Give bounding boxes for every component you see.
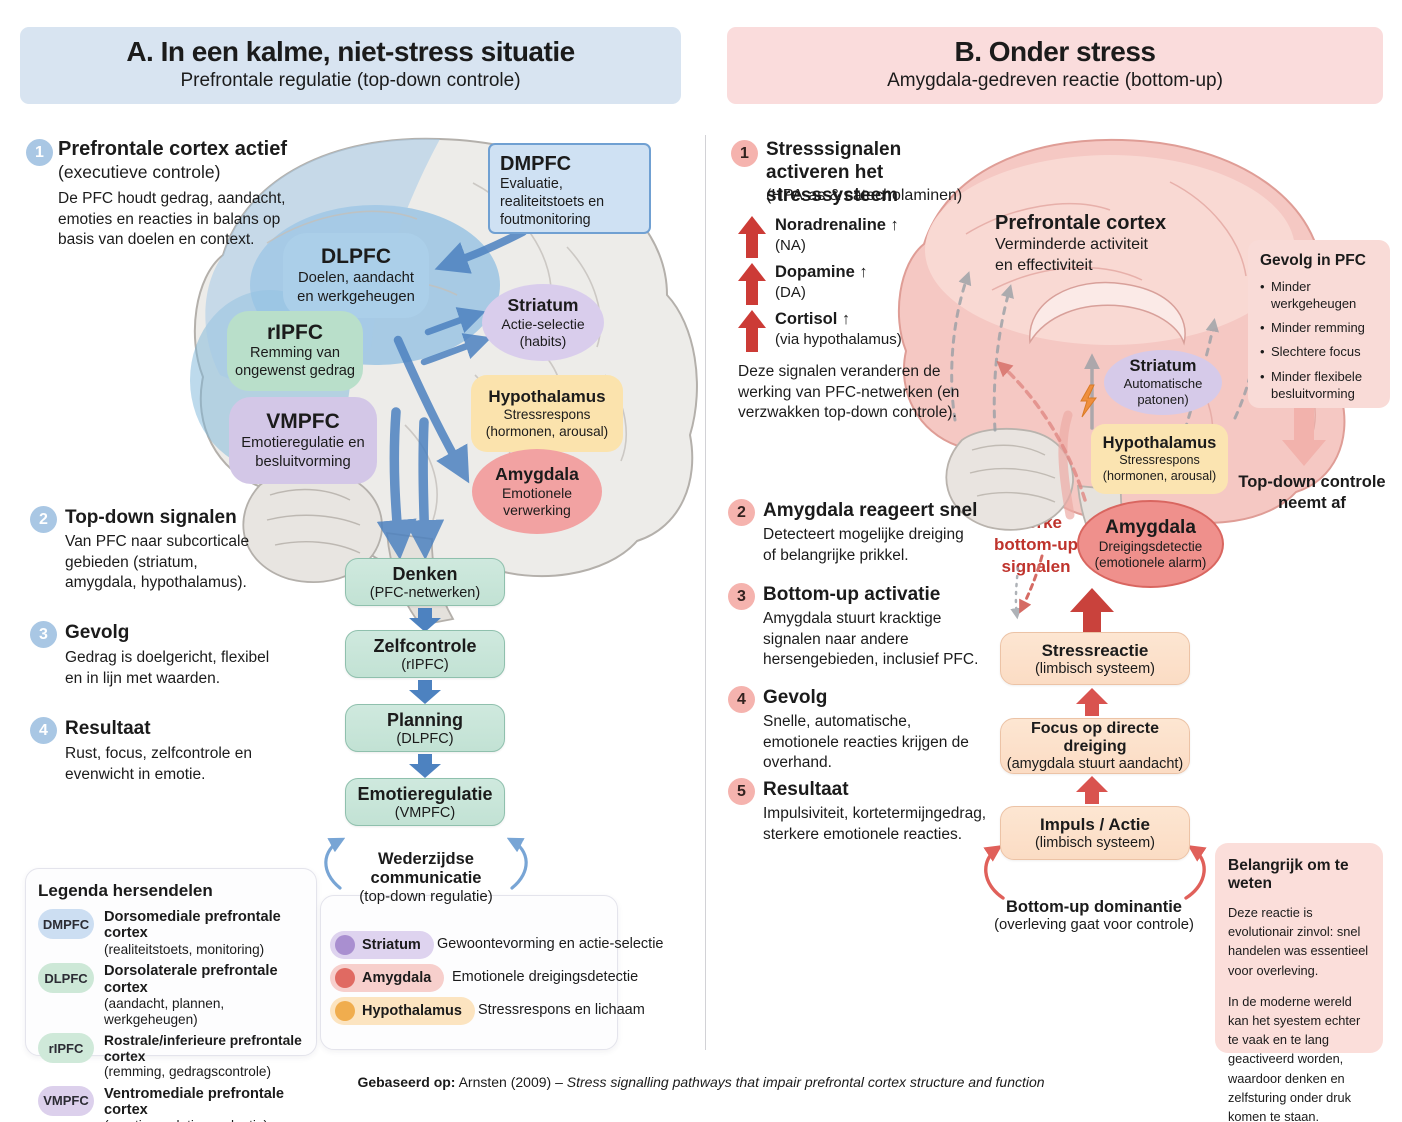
flow-box-planning: Planning (DLPFC) — [345, 704, 505, 752]
topdown-decline-label: Top-down controle neemt af — [1238, 473, 1386, 513]
step-a3-body: Gedrag is doelgericht, flexibel en in li… — [65, 649, 270, 687]
pfc-label-stress: Prefrontale cortex Verminderde activitei… — [995, 212, 1167, 274]
legend-pill-rlpfc: rIPFC — [38, 1033, 94, 1064]
chain-box-focus: Focus op directe dreiging (amygdala stuu… — [1000, 718, 1190, 774]
step-b1-title: Stresssignalen activeren het stresssyste… — [766, 139, 902, 207]
step-b3-badge: 3 — [728, 583, 755, 610]
important-note-box: Belangrijk om te weten Deze reactie is e… — [1215, 843, 1383, 1122]
step-a3-title: Gevolg — [65, 622, 130, 643]
region-dmpfc-desc: Evaluatie, realiteitstoets en foutmonito… — [500, 176, 605, 228]
step-a1-subtitle: (executieve controle) — [58, 162, 221, 182]
dominance-label: Bottom-up dominantie (overleving gaat vo… — [994, 898, 1194, 933]
hormone-cortisol-abbr: (via hypothalamus) — [775, 331, 902, 348]
step-b2-body: Detecteert mogelijke dreiging of belangr… — [763, 526, 964, 564]
legend-pill-dlpfc: DLPFC — [38, 963, 94, 994]
legend-nuclei-striatum: Striatum — [330, 931, 434, 959]
region-dmpfc-name: DMPFC — [500, 153, 572, 175]
legend-title: Legenda hersendelen — [38, 881, 213, 900]
step-a1-body: De PFC houdt gedrag, aandacht, emoties e… — [58, 190, 286, 249]
region-dmpfc: DMPFC Evaluatie, realiteitstoets en fout… — [488, 143, 651, 234]
step-a2-body: Van PFC naar subcorticale gebieden (stri… — [65, 533, 250, 592]
region-hypothalamus-b: Hypothalamus Stressrespons (hormonen, ar… — [1091, 424, 1228, 494]
legend-nuclei-striatum-desc: Gewoontevorming en actie-selectie — [437, 936, 664, 952]
region-dlpfc: DLPFC Doelen, aandacht en werkgeheugen — [283, 233, 429, 318]
step-b5-title: Resultaat — [763, 779, 849, 800]
step-b5-body: Impulsiviteit, kortetermijngedrag, sterk… — [763, 805, 987, 843]
legend-brain-regions: Legenda hersendelen DMPFC Dorsomediale p… — [25, 868, 317, 1122]
step-a1-badge: 1 — [26, 139, 53, 166]
hormone-cortisol: Cortisol ↑ — [775, 310, 851, 328]
important-note-title: Belangrijk om te weten — [1228, 857, 1349, 892]
panel-divider — [705, 135, 706, 1050]
amygdala-dot — [335, 968, 355, 988]
flow-box-emotieregulatie: Emotieregulatie (VMPFC) — [345, 778, 505, 826]
pfc-consequence-title: Gevolg in PFC — [1260, 252, 1366, 269]
region-amygdala-a: Amygdala Emotionele verwerking — [472, 449, 602, 534]
step-b3-body: Amygdala stuurt kracktige signalen naar … — [763, 610, 979, 669]
legend-nuclei-amygdala: Amygdala — [330, 964, 445, 992]
legend-pill-dmpfc: DMPFC — [38, 909, 94, 939]
step-a4-body: Rust, focus, zelfcontrole en evenwicht i… — [65, 745, 252, 783]
legend-row-rlpfc: rIPFC Rostrale/inferieure prefrontale co… — [38, 1033, 304, 1080]
region-striatum-a: Striatum Actie-selectie (habits) — [482, 284, 604, 361]
step-a3-badge: 3 — [30, 621, 57, 648]
step-b1-badge: 1 — [731, 140, 758, 167]
step-a4-title: Resultaat — [65, 718, 151, 739]
source-citation: Gebaseerd op: Arnsten (2009) – Stress si… — [357, 1074, 1045, 1090]
step-a1-title: Prefrontale cortex actief — [58, 138, 287, 160]
mutual-communication-label: Wederzijdse communicatie (top-down regul… — [359, 850, 493, 905]
hypothalamus-dot — [335, 1001, 355, 1021]
panel-a-title: A. In een kalme, niet-stress situatie — [126, 36, 575, 67]
step-b4-body: Snelle, automatische, emotionele reactie… — [763, 713, 969, 772]
step-b1-note: Deze signalen veranderen de werking van … — [738, 363, 960, 422]
strong-bottomup-arrow — [1070, 588, 1114, 634]
legend-row-dmpfc: DMPFC Dorsomediale prefrontale cortex (r… — [38, 909, 304, 957]
step-b4-title: Gevolg — [763, 687, 828, 708]
step-a4-badge: 4 — [30, 717, 57, 744]
panel-a-subtitle: Prefrontale regulatie (top-down controle… — [180, 70, 521, 91]
region-rlpfc: rIPFC Remming van ongewenst gedrag — [227, 311, 363, 391]
step-b2-title: Amygdala reageert snel — [763, 500, 978, 521]
panel-a-header: A. In een kalme, niet-stress situatie Pr… — [20, 27, 681, 104]
step-b3-title: Bottom-up activatie — [763, 584, 941, 605]
striatum-dot — [335, 935, 355, 955]
panel-b-header: B. Onder stress Amygdala-gedreven reacti… — [727, 27, 1383, 104]
step-a2-badge: 2 — [30, 506, 57, 533]
flow-box-zelfcontrole: Zelfcontrole (rIPFC) — [345, 630, 505, 678]
step-b1-subtitle: (HPA-as & catecholaminen) — [766, 187, 963, 204]
region-striatum-b: Striatum Automatische patonen) — [1104, 350, 1222, 415]
step-a2-title: Top-down signalen — [65, 507, 237, 528]
legend-nuclei-amygdala-desc: Emotionele dreigingsdetectie — [452, 969, 639, 985]
region-vmpfc: VMPFC Emotieregulatie en besluitvorming — [229, 397, 377, 484]
panel-b-title: B. Onder stress — [954, 36, 1156, 67]
legend-nuclei-hypothalamus-desc: Stressrespons en lichaam — [478, 1002, 645, 1018]
legend-nuclei-hypothalamus: Hypothalamus — [330, 997, 475, 1025]
step-b5-badge: 5 — [728, 778, 755, 805]
legend-row-vmpfc: VMPFC Ventromediale prefrontale cortex (… — [38, 1085, 304, 1122]
chain-box-impuls: Impuls / Actie (limbisch systeem) — [1000, 806, 1190, 860]
legend-pill-vmpfc: VMPFC — [38, 1085, 94, 1116]
panel-b-subtitle: Amygdala-gedreven reactie (bottom-up) — [887, 70, 1223, 91]
hormone-noradrenaline-abbr: (NA) — [775, 237, 806, 254]
flow-box-denken: Denken (PFC-netwerken) — [345, 558, 505, 606]
region-amygdala-b: Amygdala Dreigingsdetectie (emotionele a… — [1077, 500, 1224, 588]
step-b2-badge: 2 — [728, 499, 755, 526]
chain-box-stressreactie: Stressreactie (limbisch systeem) — [1000, 632, 1190, 685]
hormone-arrows — [738, 216, 766, 352]
hormone-dopamine-abbr: (DA) — [775, 284, 806, 301]
hormone-dopamine: Dopamine ↑ — [775, 263, 868, 281]
hormone-noradrenaline: Noradrenaline ↑ — [775, 216, 899, 234]
legend-row-dlpfc: DLPFC Dorsolaterale prefrontale cortex (… — [38, 963, 304, 1027]
pfc-consequence-box: Gevolg in PFC Minder werkgeheugen Minder… — [1248, 240, 1390, 408]
region-hypothalamus-a: Hypothalamus Stressrespons (hormonen, ar… — [471, 375, 623, 452]
step-b4-badge: 4 — [728, 686, 755, 713]
